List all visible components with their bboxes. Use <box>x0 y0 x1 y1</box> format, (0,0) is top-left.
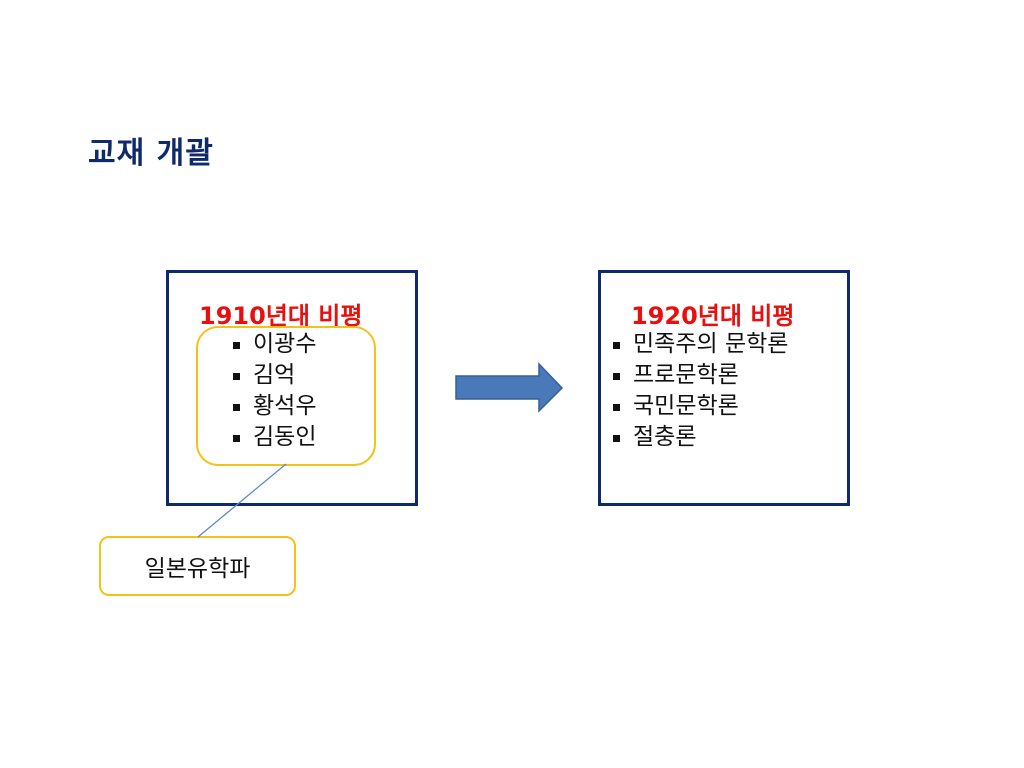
square-bullet-icon <box>233 404 240 411</box>
callout-label: 일본유학파 <box>144 556 251 582</box>
list-item: 김동인 <box>231 422 316 453</box>
critic-list-1910s: 이광수 김억 황석우 김동인 <box>231 329 316 453</box>
square-bullet-icon <box>613 373 620 380</box>
list-item: 김억 <box>231 360 316 391</box>
list-item: 절충론 <box>611 422 788 453</box>
box-heading-1920s: 1920년대 비평 <box>631 302 795 330</box>
square-bullet-icon <box>233 342 240 349</box>
square-bullet-icon <box>233 435 240 442</box>
theory-list-1920s: 민족주의 문학론 프로문학론 국민문학론 절충론 <box>611 329 788 453</box>
slide-title: 교재 개괄 <box>88 136 214 171</box>
callout-box: 일본유학파 <box>99 536 296 596</box>
list-item: 국민문학론 <box>611 391 788 422</box>
list-item-label: 민족주의 문학론 <box>633 331 789 357</box>
period-box-1920s: 1920년대 비평 민족주의 문학론 프로문학론 국민문학론 절충론 <box>598 270 850 506</box>
highlight-group-outline <box>196 326 376 466</box>
square-bullet-icon <box>613 342 620 349</box>
list-item-label: 김동인 <box>253 424 317 450</box>
square-bullet-icon <box>233 373 240 380</box>
list-item-label: 황석우 <box>253 393 317 419</box>
right-arrow-icon <box>455 362 564 413</box>
list-item: 이광수 <box>231 329 316 360</box>
square-bullet-icon <box>613 404 620 411</box>
square-bullet-icon <box>613 435 620 442</box>
box-heading-1910s: 1910년대 비평 <box>199 302 363 330</box>
list-item: 프로문학론 <box>611 360 788 391</box>
list-item-label: 절충론 <box>633 424 697 450</box>
list-item-label: 김억 <box>253 362 296 388</box>
list-item-label: 국민문학론 <box>633 393 739 419</box>
list-item: 민족주의 문학론 <box>611 329 788 360</box>
list-item-label: 프로문학론 <box>633 362 739 388</box>
list-item: 황석우 <box>231 391 316 422</box>
list-item-label: 이광수 <box>253 331 317 357</box>
